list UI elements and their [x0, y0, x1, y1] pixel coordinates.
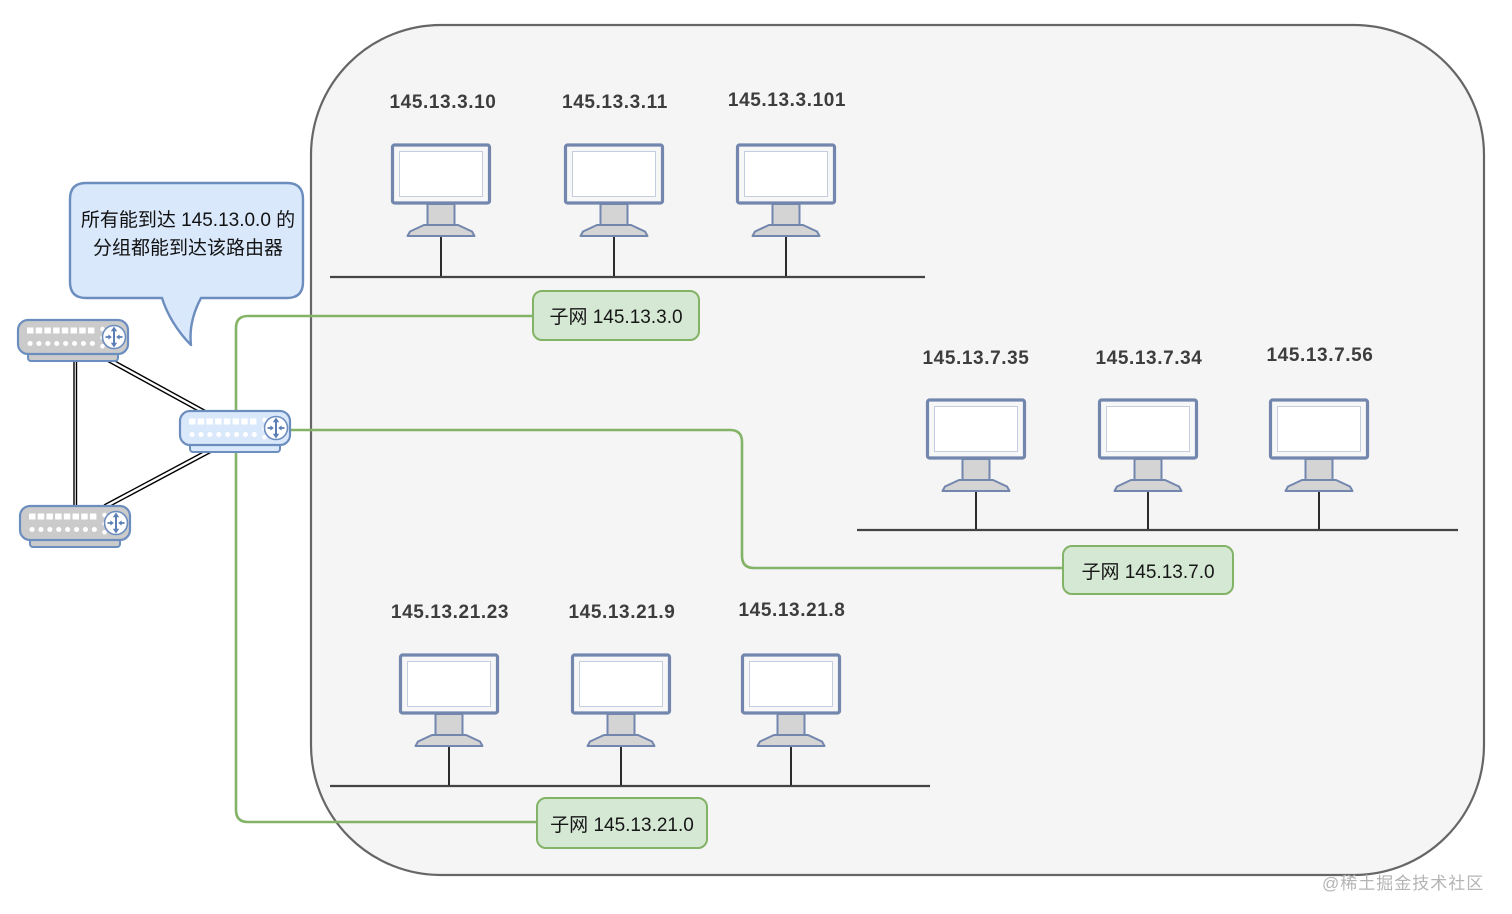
router-icon-top-left [16, 318, 130, 362]
host-ip-label: 145.13.7.35 [922, 348, 1030, 369]
host-ip-label: 145.13.3.10 [389, 92, 497, 113]
callout-line-2: 分组都能到达该路由器 [92, 238, 283, 259]
host-ip-label: 145.13.3.101 [727, 90, 847, 111]
callout-line-1: 所有能到达 145.13.0.0 的 [80, 210, 296, 231]
host-ip-label: 145.13.7.56 [1266, 345, 1374, 366]
callout-text: 所有能到达 145.13.0.0 的 分组都能到达该路由器 [74, 207, 302, 263]
watermark: @稀土掘金技术社区 [1322, 874, 1485, 893]
host-drop-lines [440, 234, 1320, 785]
subnet-21-label: 子网 145.13.21.0 [536, 797, 708, 849]
host-ip-label: 145.13.21.9 [568, 602, 676, 623]
host-ip-label: 145.13.3.11 [562, 92, 668, 113]
host-ip-label: 145.13.21.23 [390, 602, 510, 623]
connector-to-subnet-7 [287, 428, 1064, 570]
host-ip-label: 145.13.21.8 [738, 600, 846, 621]
host-ip-label: 145.13.7.34 [1095, 348, 1203, 369]
connector-to-subnet-3 [234, 314, 534, 413]
subnet-connector-lines [234, 314, 1064, 824]
ethernet-bus-lines [330, 275, 1458, 788]
router-icon-middle [178, 409, 292, 453]
subnet-3-label: 子网 145.13.3.0 [532, 290, 700, 341]
callout-bubble [68, 181, 305, 347]
subnet-7-label: 子网 145.13.7.0 [1062, 545, 1234, 595]
connector-to-subnet-21 [234, 449, 538, 824]
router-icon-bottom-left [18, 504, 132, 548]
router-link-lines [73, 354, 211, 510]
